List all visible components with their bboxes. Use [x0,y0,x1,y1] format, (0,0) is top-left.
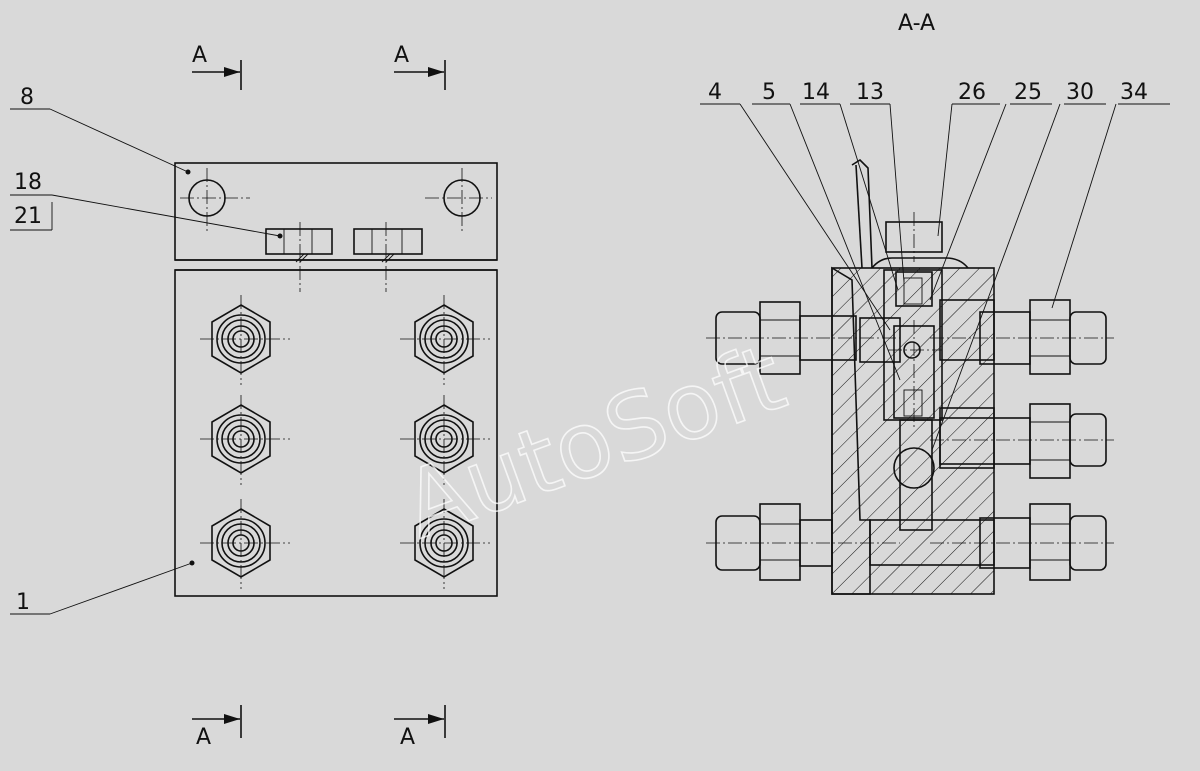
left-fitting-top [706,301,900,375]
small-valve-right [353,222,423,292]
callout-label: 13 [856,80,884,105]
section-title: A-A [898,11,935,36]
left-view: A A A A [10,43,498,750]
callout-label: 25 [1014,80,1042,105]
callout-14: 14 [802,80,899,291]
watermark: AutoSoft [390,324,798,560]
callout-25: 25 [929,80,1042,301]
callout-label: 4 [708,80,722,105]
callout-label: 5 [762,80,776,105]
callout-18-21: 18 21 [10,170,283,239]
section-marker-bottom-left: A [192,705,242,750]
section-mark-label: A [394,43,409,68]
bracket-plate [174,162,498,261]
valve-body [174,269,498,597]
callout-5: 5 [762,80,901,381]
callout-label: 18 [14,170,42,195]
left-fitting-bottom [706,503,900,581]
right-fitting-bottom [930,503,1114,581]
fitting-nut [200,295,290,385]
right-fitting-middle [930,403,1114,479]
section-mark-label: A [196,725,211,750]
right-fitting-top [930,299,1114,375]
callout-26: 26 [937,80,986,237]
fitting-nut [200,395,290,485]
ball-check [893,447,935,489]
callout-label: 14 [802,80,830,105]
callout-label: 26 [958,80,986,105]
callout-1: 1 [10,560,195,615]
section-marker-top-right: A [394,43,446,90]
callout-30: 30 [931,80,1094,451]
section-body-hatch [832,268,994,594]
fitting-nut [200,499,290,589]
callout-8: 8 [10,85,191,175]
fitting-nut [400,499,490,589]
section-marker-bottom-right: A [394,705,446,750]
callout-34: 34 [1051,80,1148,309]
callout-label: 30 [1066,80,1094,105]
fitting-nut [400,395,490,485]
valve-spring-upper [895,271,933,307]
callout-13: 13 [856,80,905,283]
section-mark-label: A [192,43,207,68]
callout-label: 34 [1120,80,1148,105]
callout-label: 21 [14,204,42,229]
small-valve-left [265,222,333,292]
section-marker-top-left: A [192,43,242,90]
fitting-nut [400,295,490,385]
callout-label: 8 [20,85,34,110]
section-view: A-A [700,11,1170,595]
section-mark-label: A [400,725,415,750]
callout-label: 1 [16,590,30,615]
